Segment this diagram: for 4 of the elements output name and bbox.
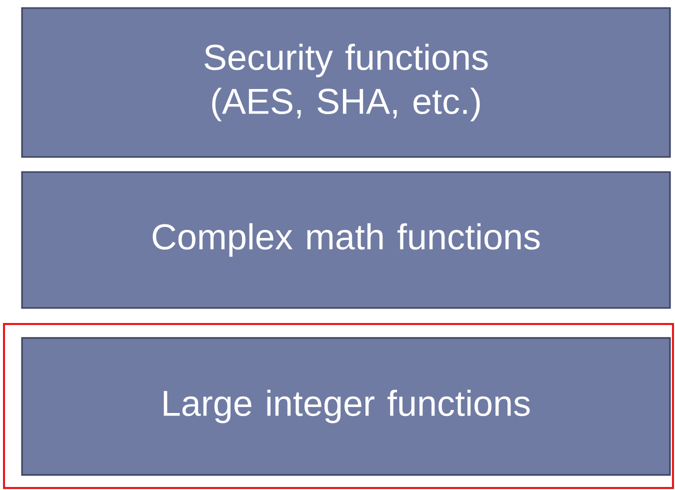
function-box: Security functions (AES, SHA, etc.)	[21, 7, 671, 158]
function-box: Large integer functions	[21, 337, 671, 476]
highlight-frame	[3, 323, 674, 489]
function-box: Complex math functions	[21, 171, 671, 309]
